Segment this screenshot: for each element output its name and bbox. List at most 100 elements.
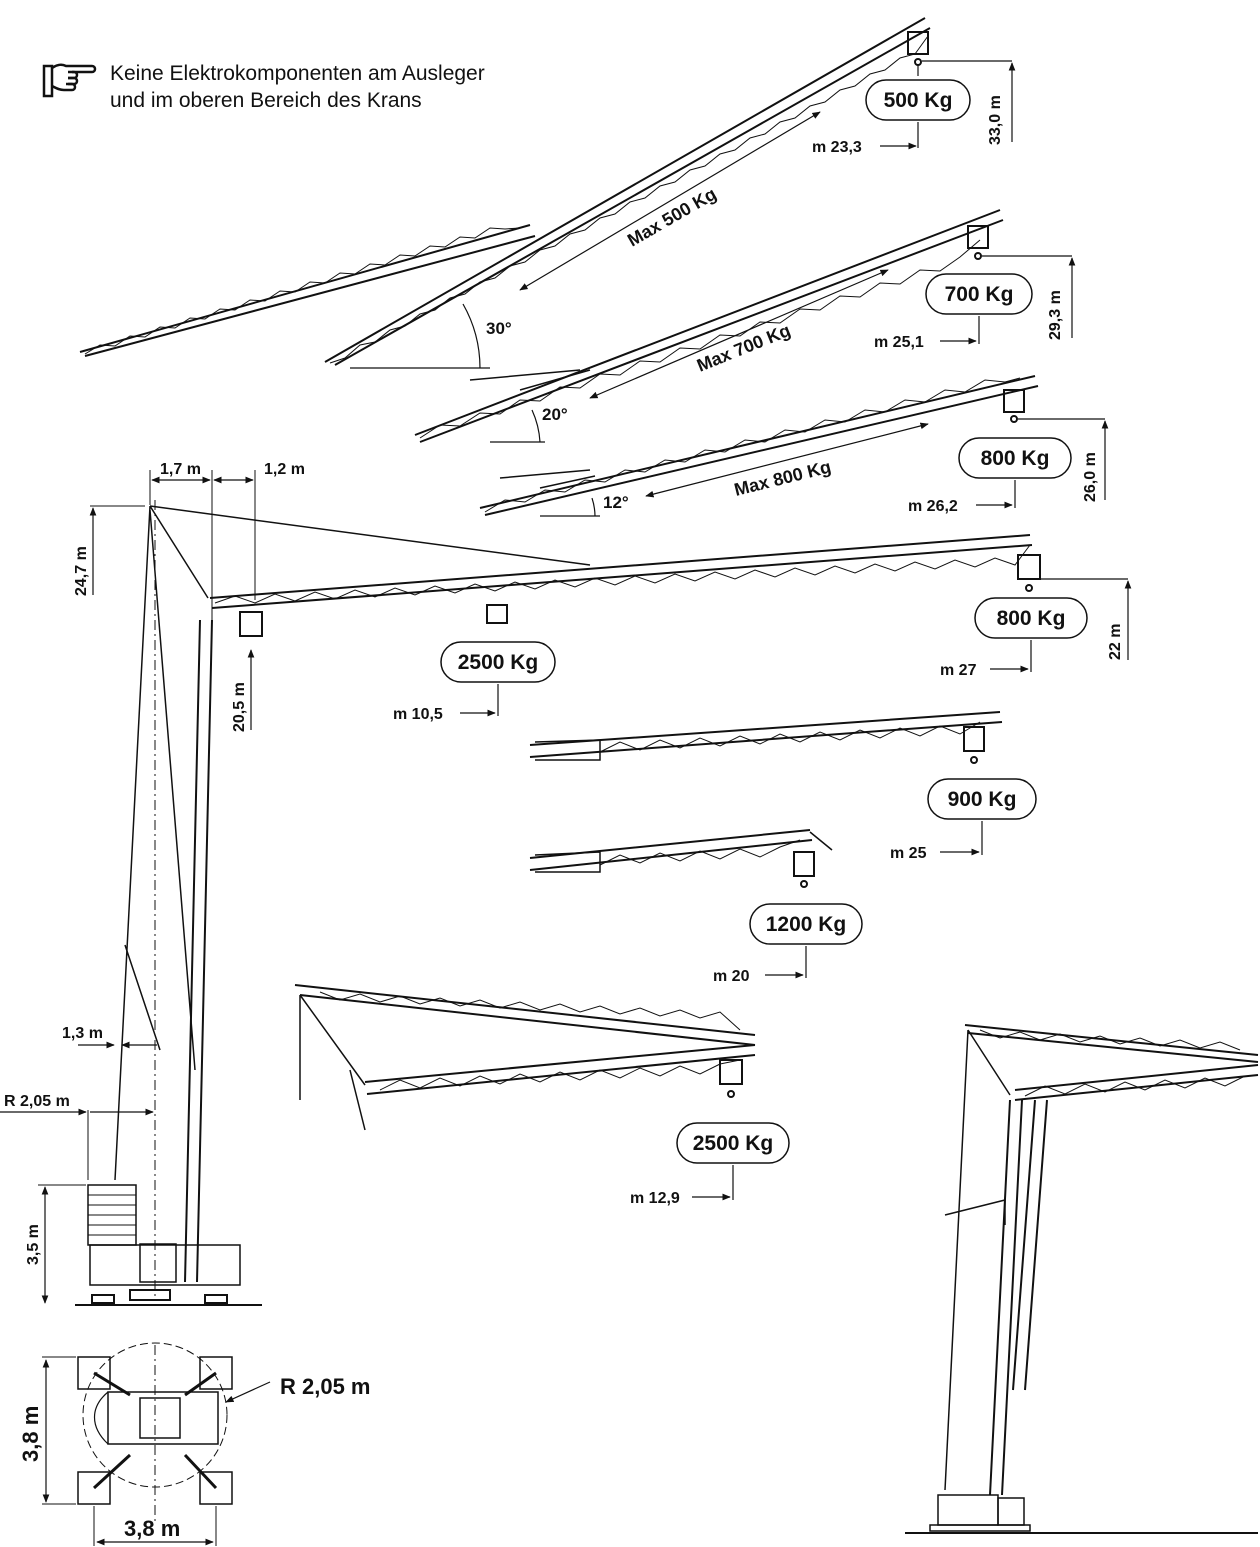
note-line-2: und im oberen Bereich des Krans [110, 89, 422, 112]
hook-block [1017, 554, 1041, 580]
note-text: Keine Elektrokomponenten am Ausleger und… [110, 60, 485, 114]
load-label: 800 Kg [981, 447, 1050, 470]
radius-label: m 25 [890, 845, 927, 862]
hook-block [793, 851, 815, 877]
hook-block [967, 225, 989, 249]
radius-label: m 27 [940, 662, 977, 679]
hook-block [963, 726, 985, 752]
main-crane: 1,7 m 1,2 m 24,7 m 20,5 m 2500 Kg m 10,5… [0, 461, 1132, 1306]
folded-jib: 2500 Kg m 12,9 [294, 984, 790, 1207]
hook [914, 58, 922, 66]
upper-truss [294, 984, 756, 1046]
load-label-mid: 2500 Kg [458, 651, 539, 674]
mast [989, 1099, 1023, 1496]
plan-radius-label: R 2,05 m [280, 1374, 371, 1399]
max-arrow [519, 111, 821, 291]
angle-label: 12° [603, 493, 629, 512]
height-label: 22 m [1107, 624, 1124, 660]
dim-1-7: 1,7 m [160, 461, 201, 478]
boom-20m: 1200 Kg m 20 [529, 829, 863, 985]
load-label: 900 Kg [948, 788, 1017, 811]
load-box [749, 903, 863, 945]
load-box [925, 273, 1033, 315]
boom-truss [529, 711, 1003, 758]
load-box [865, 79, 971, 121]
load-label: 2500 Kg [693, 1132, 774, 1155]
radius-label: m 26,2 [908, 498, 958, 515]
hook [1010, 415, 1018, 423]
angle-label: 30° [486, 319, 512, 338]
base-height-label: 3,5 m [25, 1224, 42, 1265]
hook-block [239, 611, 263, 637]
plan-width-label: 3,8 m [124, 1516, 180, 1541]
note-line-1: Keine Elektrokomponenten am Ausleger [110, 62, 485, 85]
hook-block [1003, 389, 1025, 413]
load-box-mid [440, 641, 556, 683]
crane-side-view [905, 1024, 1259, 1534]
boom-20deg: Max 700 Kg 20° 700 Kg m 25,1 29,3 m [414, 209, 1076, 443]
plan-depth-label: 3,8 m [18, 1406, 43, 1462]
lower-truss [364, 1044, 756, 1095]
upper-lattice [979, 1029, 1241, 1051]
slew-radius-label: R 2,05 m [4, 1093, 70, 1110]
dim-1-2: 1,2 m [264, 461, 305, 478]
boom-lattice [599, 839, 801, 866]
load-label: 800 Kg [997, 607, 1066, 630]
outrigger-pad [199, 1356, 233, 1390]
radius-label: m 23,3 [812, 139, 862, 156]
load-label: 700 Kg [945, 283, 1014, 306]
jib-lattice [214, 544, 1031, 604]
load-box [958, 437, 1072, 479]
outrigger-pad [77, 1356, 111, 1390]
radius-label-mid: m 10,5 [393, 706, 443, 723]
boom-25m: 900 Kg m 25 [529, 711, 1037, 862]
boom-truss [324, 17, 931, 366]
hook-block [719, 1059, 743, 1085]
boom-truss [529, 829, 813, 871]
hook-block [907, 31, 929, 55]
hook-block [486, 604, 508, 624]
plan-view: 3,8 m 3,8 m R 2,05 m [18, 1342, 371, 1546]
height-label: 26,0 m [1082, 452, 1099, 502]
mast-height-label: 24,7 m [73, 546, 90, 596]
load-box [974, 597, 1088, 639]
lower-lattice [379, 1059, 741, 1091]
outrigger-pad [77, 1471, 111, 1505]
load-label: 1200 Kg [766, 913, 847, 936]
mast [184, 619, 213, 1283]
boom-30deg: Max 500 Kg 30° 500 Kg m 23,3 33,0 m [79, 17, 1016, 369]
base-frame [89, 1244, 241, 1286]
max-label: Max 700 Kg [694, 320, 793, 376]
load-label: 500 Kg [884, 89, 953, 112]
hook [974, 252, 982, 260]
height-label: 33,0 m [987, 95, 1004, 145]
base-frame [937, 1494, 999, 1526]
max-arrow [589, 269, 889, 399]
tie-rod [114, 505, 209, 1181]
height-label: 29,3 m [1047, 290, 1064, 340]
outrigger-pad [199, 1471, 233, 1505]
boom-12deg: Max 800 Kg 12° 800 Kg m 26,2 26,0 m [479, 375, 1109, 517]
counter-offset-label: 1,3 m [62, 1025, 103, 1042]
pointing-hand-icon [42, 63, 97, 98]
angle-label: 20° [542, 405, 568, 424]
load-box [927, 778, 1037, 820]
radius-label: m 12,9 [630, 1190, 680, 1207]
radius-label: m 25,1 [874, 334, 924, 351]
slew-circle [82, 1342, 228, 1488]
max-arrow [645, 422, 929, 498]
max-label: Max 800 Kg [732, 457, 833, 500]
jib-lattice [84, 227, 521, 355]
cab [139, 1243, 177, 1283]
hook-height-label: 20,5 m [231, 682, 248, 732]
turntable [107, 1391, 219, 1445]
radius-label: m 20 [713, 968, 750, 985]
upper-truss [964, 1024, 1259, 1063]
load-box [676, 1122, 790, 1164]
lower-lattice [1024, 1075, 1246, 1097]
boom-lattice [599, 721, 981, 753]
jib-truss [209, 534, 1033, 609]
lower-truss [1014, 1064, 1259, 1101]
